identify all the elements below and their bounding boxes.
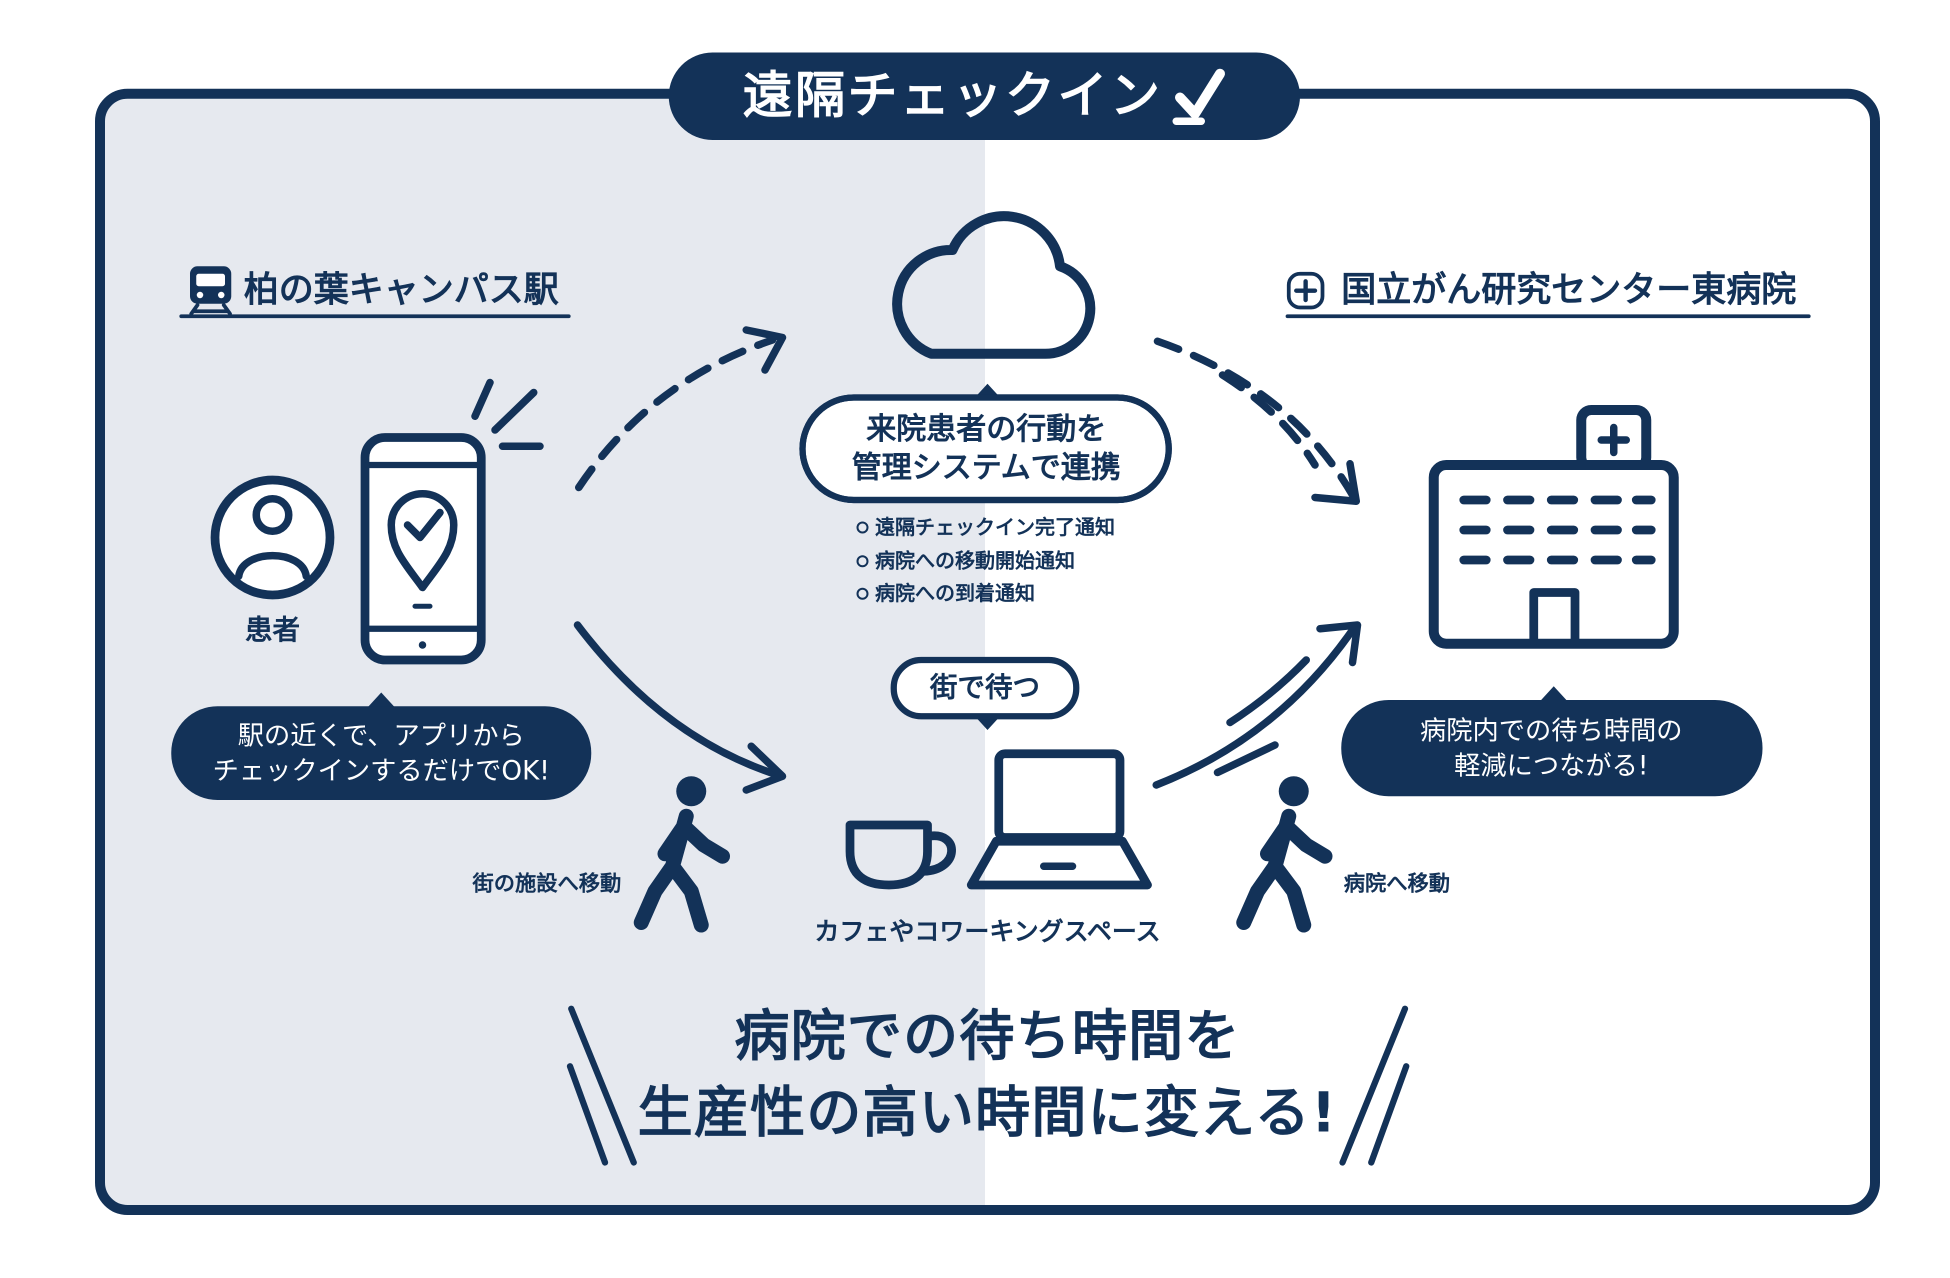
app-bubble (171, 692, 592, 800)
checkmark-icon (1172, 68, 1225, 125)
headline-line2: 生産性の高い時間に変える! (637, 1081, 1338, 1145)
system-bubble-line2: 管理システムで連携 (851, 450, 1121, 485)
arrow-town-to-hospital (1152, 621, 1362, 789)
app-bubble-line2: チェックインするだけでOK! (212, 755, 550, 786)
system-bubble (799, 383, 1172, 504)
notification-item: 病院への到着通知 (875, 581, 1036, 605)
title-pill (668, 52, 1300, 140)
train-icon (189, 266, 232, 316)
laptop-icon (966, 749, 1152, 890)
system-bubble-line1: 来院患者の行動を (866, 411, 1107, 447)
notification-item: 病院への移動開始通知 (875, 548, 1076, 573)
town-wait-label: 街で待つ (929, 672, 1041, 704)
walking-person-icon (633, 776, 730, 933)
station-name: 柏の葉キャンパス駅 (243, 268, 559, 310)
left-panel-background (100, 93, 985, 1210)
headline-line1: 病院での待ち時間を (734, 1005, 1241, 1069)
arrow-to-cloud (575, 326, 787, 492)
arrow-cloud-to-hospital (1153, 337, 1360, 505)
app-bubble-line1: 駅の近くで、アプリから (237, 720, 525, 751)
notification-rays (471, 378, 544, 450)
flow-label-to-town: 街の施設へ移動 (472, 871, 622, 897)
arrow-to-town (573, 621, 787, 794)
cloud-icon (892, 211, 1096, 359)
headline-slashes-right (1339, 1005, 1410, 1166)
hospital-bubble-line2: 軽減につながる! (1454, 750, 1649, 781)
coffee-cup-icon (845, 820, 956, 890)
flow-label-to-hospital: 病院へ移動 (1343, 871, 1450, 897)
page-title: 遠隔チェックイン (742, 67, 1163, 125)
hospital-bubble-line1: 病院内での待ち時間の (1420, 715, 1683, 746)
notification-bullets (856, 521, 869, 600)
person-icon (210, 475, 335, 600)
frame-background (100, 93, 1875, 1210)
town-wait-pill (890, 656, 1080, 730)
hospital-building-icon (1428, 405, 1679, 649)
town-wait-place: カフェやコワーキングスペース (814, 916, 1161, 947)
hospital-plus-icon (1286, 271, 1325, 310)
notification-item: 遠隔チェックイン完了通知 (875, 515, 1116, 539)
hospital-bubble (1341, 686, 1763, 797)
patient-label: 患者 (244, 615, 301, 647)
hospital-name: 国立がん研究センター東病院 (1341, 268, 1797, 310)
headline-slashes-left (566, 1005, 637, 1166)
smartphone-location-icon (360, 433, 486, 665)
walking-person-icon (1236, 776, 1333, 933)
